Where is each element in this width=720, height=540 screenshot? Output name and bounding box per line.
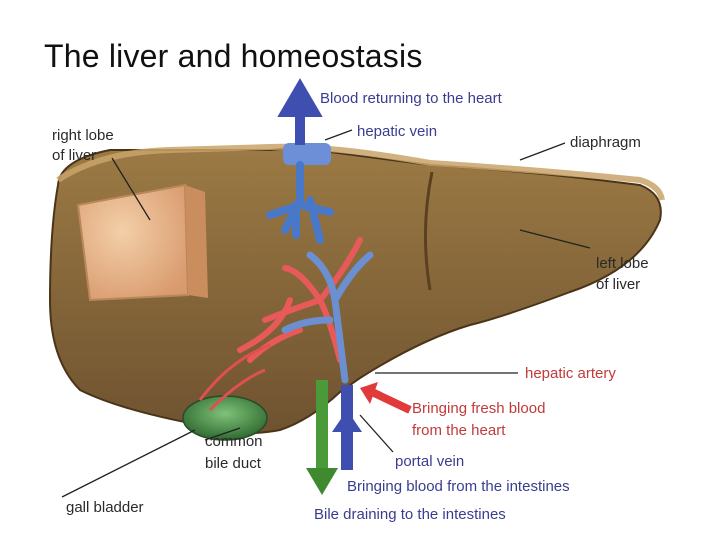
label-left-lobe-line1: left lobe xyxy=(596,255,649,272)
label-hepatic-artery: hepatic artery xyxy=(525,365,616,382)
label-portal-vein: portal vein xyxy=(395,453,464,470)
label-common-bile-line2: bile duct xyxy=(205,455,262,472)
label-right-lobe-line2: of liver xyxy=(52,147,96,164)
label-hepatic-vein: hepatic vein xyxy=(357,123,437,140)
arrow-down-green xyxy=(306,468,338,495)
hepatic-vein-top xyxy=(283,143,331,165)
arrow-up-blue xyxy=(286,88,314,145)
label-fresh-blood-line2: from the heart xyxy=(412,422,506,439)
label-fresh-blood-line1: Bringing fresh blood xyxy=(412,400,545,417)
label-bile-draining: Bile draining to the intestines xyxy=(314,506,506,523)
label-common-bile-line1: common xyxy=(205,433,263,450)
label-intestines-blood: Bringing blood from the intestines xyxy=(347,478,570,495)
label-left-lobe-line2: of liver xyxy=(596,276,640,293)
label-diaphragm: diaphragm xyxy=(570,134,641,151)
right-lobe-section xyxy=(78,185,188,300)
right-lobe-section-side xyxy=(185,185,208,298)
arrow-up-portal xyxy=(332,410,362,432)
label-blood-returning: Blood returning to the heart xyxy=(320,90,503,107)
label-right-lobe-line1: right lobe xyxy=(52,127,114,144)
hepatic-artery-arrow xyxy=(372,392,410,410)
label-gall-bladder: gall bladder xyxy=(66,499,144,516)
